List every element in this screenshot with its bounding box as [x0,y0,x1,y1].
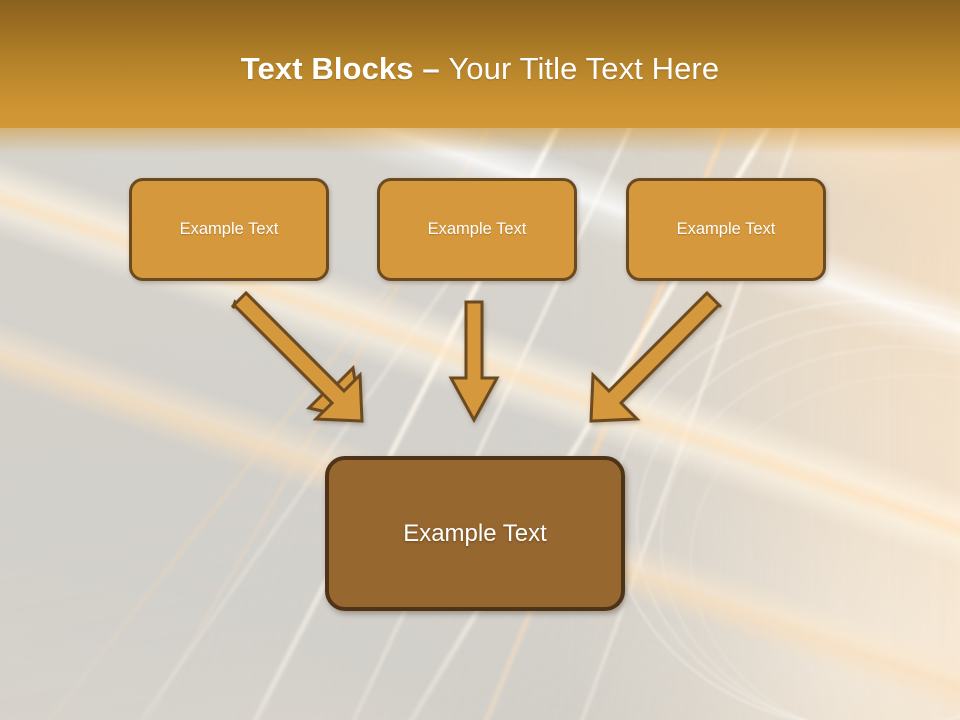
text-block-result-label: Example Text [403,519,547,547]
text-block-result[interactable]: Example Text [325,456,625,611]
text-block-3[interactable]: Example Text [626,178,826,281]
text-block-1[interactable]: Example Text [129,178,329,281]
text-block-3-label: Example Text [676,220,776,238]
title-bar [0,0,960,128]
page-title-strong: Text Blocks [240,51,423,86]
text-block-2-label: Example Text [427,220,527,238]
text-block-2[interactable]: Example Text [377,178,577,281]
page-title-light: Your Title Text Here [448,51,720,86]
page-title-dash: – [422,51,449,86]
text-block-1-label: Example Text [179,220,279,238]
page-title: Text Blocks – Your Title Text Here [0,52,960,86]
